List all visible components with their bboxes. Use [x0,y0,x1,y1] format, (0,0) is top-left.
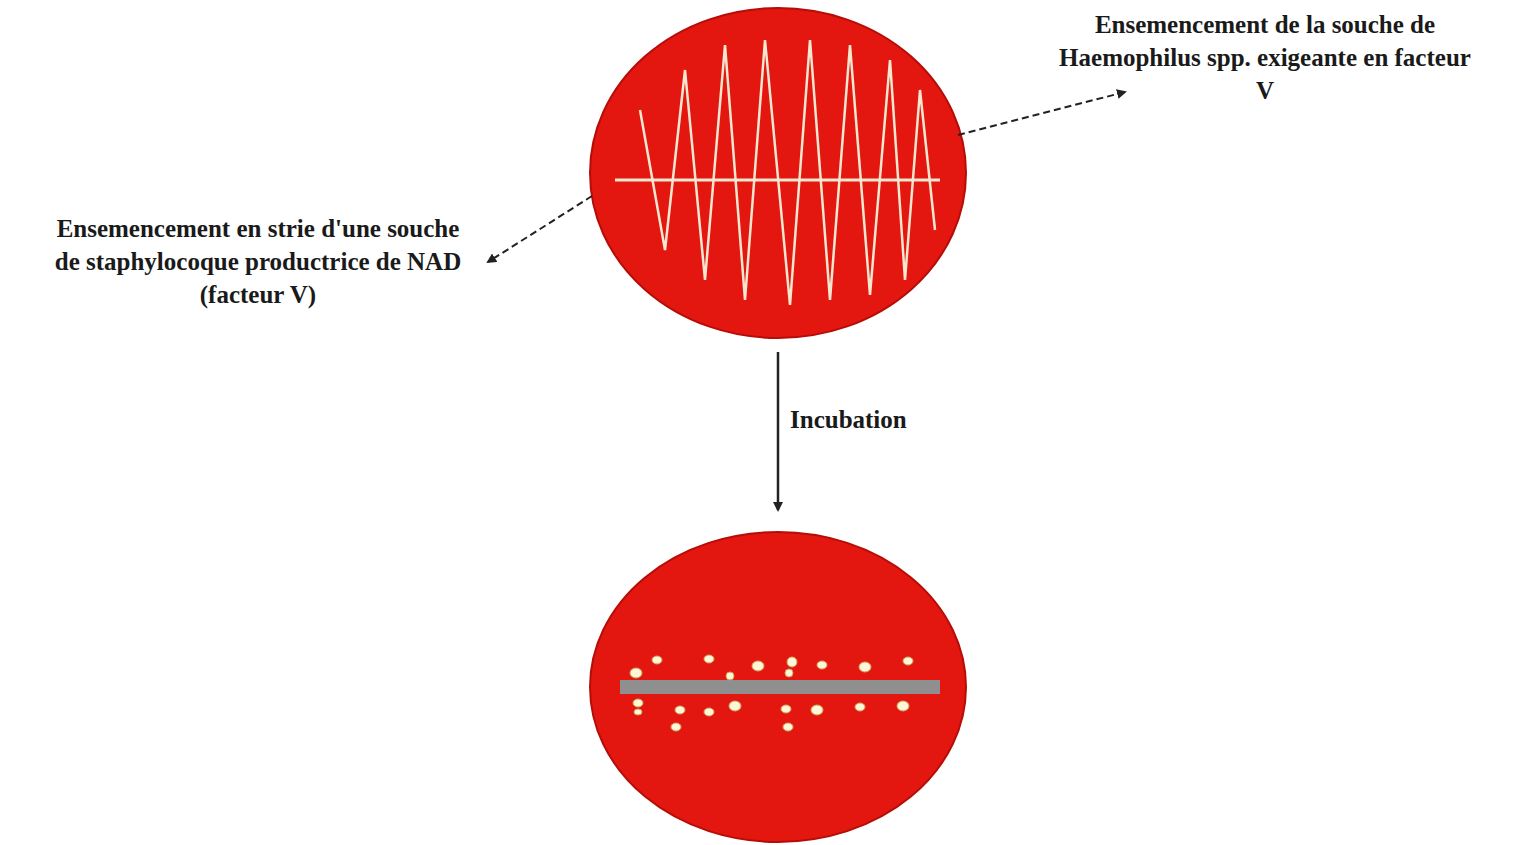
haemophilus-streaks [640,40,935,305]
leader-line [488,196,592,262]
staphylococcus-growth [620,680,940,694]
annotation-label: Ensemencement en strie d'une souche de s… [48,212,468,311]
process-arrow [777,352,780,510]
step-label: Incubation [790,403,907,436]
annotation-label: Ensemencement de la souche de Haemophilu… [1050,8,1480,107]
blood-agar-plate [590,532,966,842]
leader-line [958,92,1125,135]
blood-agar-plate [590,8,966,338]
satellite-colonies [630,655,913,731]
staphylococcus-streak [615,179,940,182]
